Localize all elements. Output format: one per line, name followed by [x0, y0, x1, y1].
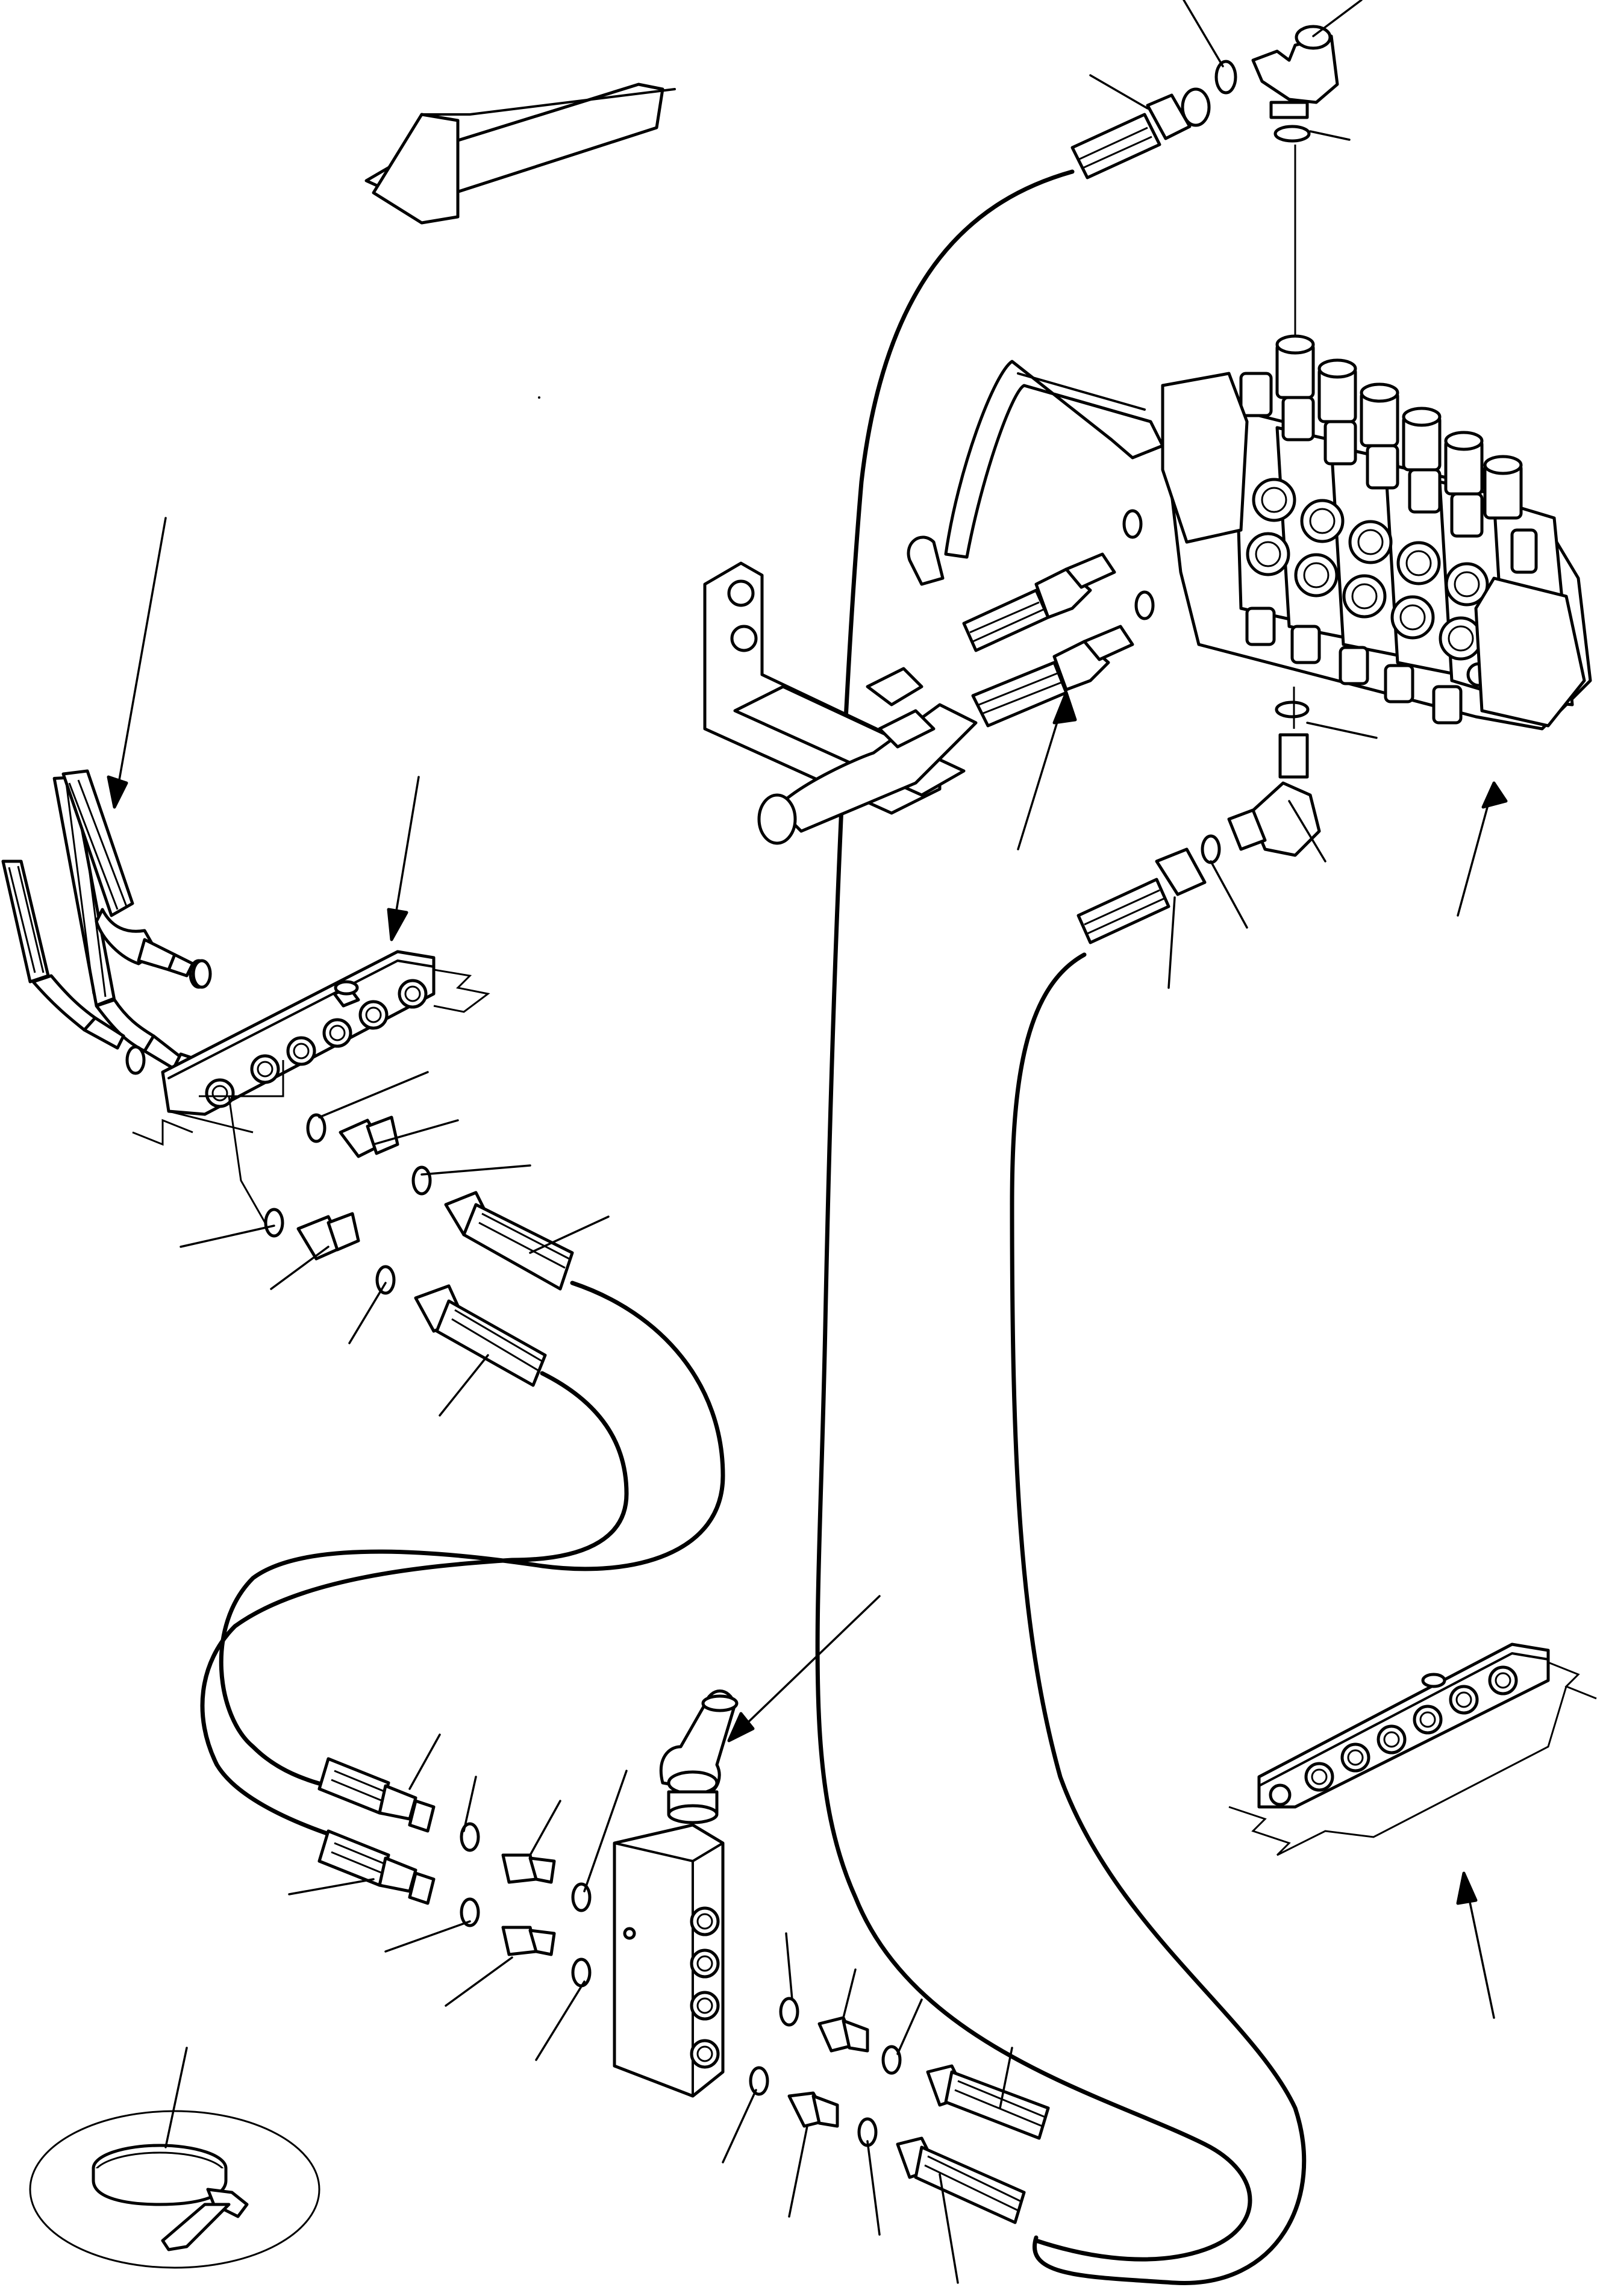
valve-spool-ends: [1245, 607, 1463, 725]
selector-left-fittings: [317, 1757, 592, 1988]
cable-tie: [29, 2047, 320, 2269]
control-valve-bank: [703, 334, 1592, 989]
valve-bracket: [703, 535, 978, 845]
top-elbow-assembly: [1070, 0, 1363, 337]
stray-mark: [538, 396, 540, 399]
lower-elbow-assembly: [1076, 687, 1321, 944]
selector-right-fittings: [749, 1997, 1050, 2224]
main-hoses: [200, 169, 1307, 2285]
hose-end-top: [1070, 113, 1161, 179]
o-ring-top: [1214, 60, 1237, 95]
nut-top: [1146, 93, 1192, 140]
left-port-fittings: [962, 509, 1155, 728]
manifold-out-fittings: [228, 1096, 574, 1387]
elbow-fitting-top: [1251, 34, 1339, 104]
hose-long-left: [815, 169, 1252, 2262]
hose-manifold-upper: [1, 517, 610, 1417]
hose-snake-lower: [200, 1371, 629, 1839]
valve-caps: [1239, 334, 1523, 538]
hose-snake-upper: [219, 1281, 725, 1791]
selector-valve: [288, 1595, 1050, 2284]
hose-long-right: [1010, 952, 1307, 2285]
direction-arrow: [364, 83, 676, 225]
hose-manifold-lower: [1228, 1642, 1597, 2019]
incoming-hose-2: [1, 859, 146, 1075]
o-ring-under-elbow: [1273, 125, 1311, 143]
incoming-hose-1: [52, 776, 209, 1077]
